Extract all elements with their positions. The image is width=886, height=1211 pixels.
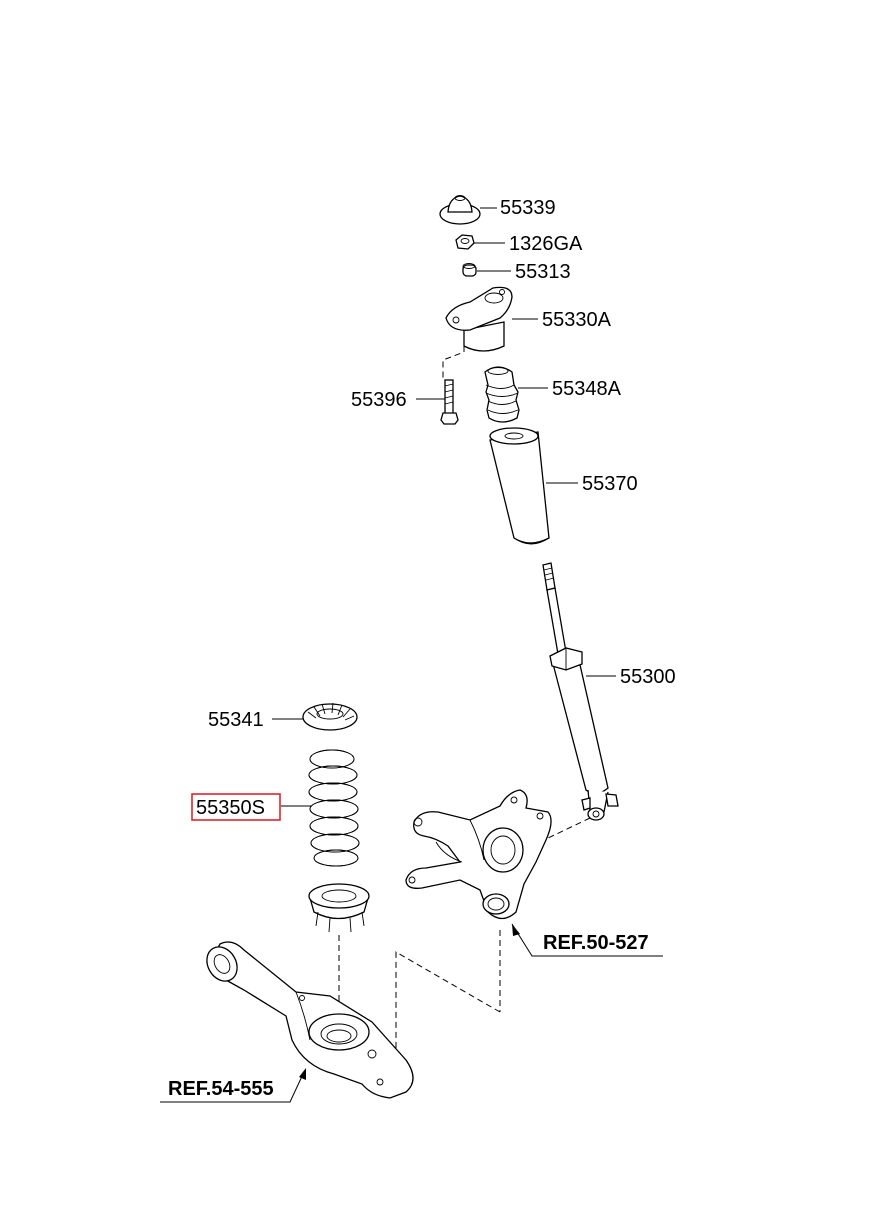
ref-label-arm[interactable]: REF.54-555 [168,1078,274,1100]
part-55350s-coil-spring[interactable] [308,749,360,867]
ref-arrow-knuckle [512,924,520,936]
part-55396-bolt[interactable] [440,379,459,425]
label-55348a: 55348A [552,378,622,400]
highlight-box-55350s [191,793,281,821]
part-55348a-bump-stop[interactable] [484,366,520,423]
knuckle-ref-50-527[interactable] [405,789,552,920]
part-55339-cap[interactable] [439,195,481,225]
lower-spring-seat[interactable] [308,883,370,933]
ref-label-knuckle[interactable]: REF.50-527 [543,932,649,954]
label-55350s[interactable]: 55350S [196,797,265,819]
label-55339: 55339 [500,197,556,219]
part-1326ga-nut[interactable] [455,234,475,250]
label-55300: 55300 [620,666,676,688]
label-55370: 55370 [582,473,638,495]
label-55330a: 55330A [542,309,612,331]
label-55396: 55396 [351,389,407,411]
ref-arrow-arm [299,1068,306,1080]
part-55313-bushing[interactable] [462,263,477,277]
label-1326ga: 1326GA [509,233,583,255]
part-55341-spring-pad[interactable] [302,702,358,731]
part-55330a-upper-mount[interactable] [445,286,513,352]
part-55300-shock-absorber[interactable] [542,562,619,821]
part-55370-dust-cover[interactable] [489,427,550,545]
label-55341: 55341 [208,709,264,731]
lower-arm-ref-54-555[interactable] [201,941,414,1099]
label-55313: 55313 [515,261,571,283]
